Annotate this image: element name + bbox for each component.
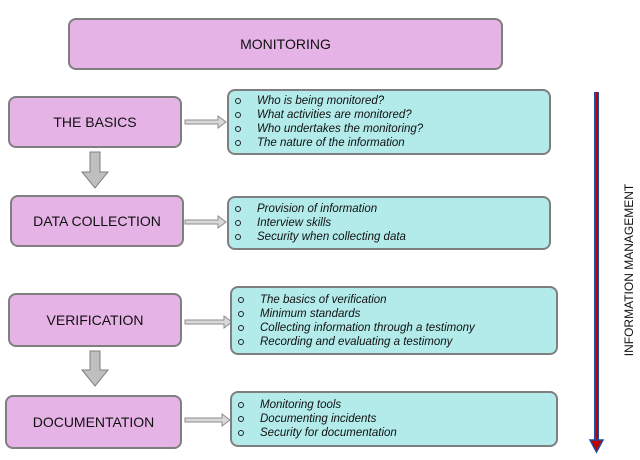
- list-item-text: Minimum standards: [260, 307, 361, 320]
- section-box-verification: VERIFICATION: [8, 293, 182, 347]
- section-box-the-basics: THE BASICS: [8, 96, 182, 148]
- connector-arrow-verification: [184, 315, 233, 329]
- list-item-text: Collecting information through a testimo…: [260, 321, 475, 334]
- bullet-icon: [235, 206, 241, 212]
- list-item-text: Who undertakes the monitoring?: [257, 123, 424, 135]
- list-item: Documenting incidents: [238, 412, 550, 426]
- bullet-icon: [238, 402, 244, 408]
- detail-box-the-basics: Who is being monitored? What activities …: [227, 89, 551, 155]
- list-item-text: Who is being monitored?: [257, 95, 385, 107]
- bullet-icon: [235, 234, 241, 240]
- section-label-verification: VERIFICATION: [46, 312, 144, 328]
- down-arrow-basics-to-collection: [80, 151, 110, 189]
- connector-arrow-basics: [184, 115, 227, 129]
- list-item-text: Documenting incidents: [260, 413, 377, 425]
- list-item: The nature of the information: [235, 136, 543, 150]
- list-item: Security for documentation: [238, 426, 550, 440]
- section-label-the-basics: THE BASICS: [53, 114, 137, 130]
- list-item-text: Recording and evaluating a testimony: [260, 335, 453, 348]
- bullet-icon: [235, 220, 241, 226]
- information-management-arrow: [588, 92, 605, 454]
- information-management-label: INFORMATION MANAGEMENT: [622, 183, 636, 357]
- list-item-text: Monitoring tools: [260, 399, 342, 411]
- list-item-text: Security for documentation: [260, 427, 397, 439]
- list-item: Who undertakes the monitoring?: [235, 122, 543, 136]
- detail-box-verification: The basics of verification Minimum stand…: [230, 286, 558, 355]
- bullet-icon: [238, 338, 244, 345]
- section-label-data-collection: DATA COLLECTION: [33, 213, 161, 229]
- detail-box-data-collection: Provision of information Interview skill…: [227, 196, 551, 250]
- list-item: Who is being monitored?: [235, 94, 543, 108]
- list-item: The basics of verification: [238, 293, 550, 307]
- list-item-text: Provision of information: [257, 203, 378, 215]
- list-item-text: What activities are monitored?: [257, 109, 412, 121]
- monitoring-title: MONITORING: [240, 36, 331, 52]
- section-box-documentation: DOCUMENTATION: [5, 395, 182, 449]
- bullet-icon: [235, 126, 241, 132]
- list-item-text: The basics of verification: [260, 293, 387, 306]
- list-item: Collecting information through a testimo…: [238, 321, 550, 335]
- bullet-icon: [238, 296, 244, 303]
- connector-arrow-documentation: [184, 413, 231, 427]
- list-item-text: Security when collecting data: [257, 231, 406, 243]
- list-item: Minimum standards: [238, 307, 550, 321]
- list-item: Provision of information: [235, 202, 543, 216]
- bullet-icon: [235, 98, 241, 104]
- monitoring-title-box: MONITORING: [68, 18, 503, 70]
- down-arrow-verification-to-documentation: [80, 350, 110, 387]
- bullet-icon: [238, 310, 244, 317]
- connector-arrow-data-collection: [184, 215, 227, 229]
- list-item: What activities are monitored?: [235, 108, 543, 122]
- bullet-icon: [238, 416, 244, 422]
- section-label-documentation: DOCUMENTATION: [32, 414, 155, 430]
- list-item: Recording and evaluating a testimony: [238, 335, 550, 349]
- bullet-icon: [235, 140, 241, 146]
- list-item-text: Interview skills: [257, 217, 332, 229]
- detail-box-documentation: Monitoring tools Documenting incidents S…: [230, 391, 558, 447]
- list-item: Interview skills: [235, 216, 543, 230]
- list-item: Monitoring tools: [238, 398, 550, 412]
- bullet-icon: [238, 430, 244, 436]
- list-item-text: The nature of the information: [257, 137, 405, 149]
- list-item: Security when collecting data: [235, 230, 543, 244]
- bullet-icon: [235, 112, 241, 118]
- section-box-data-collection: DATA COLLECTION: [10, 195, 184, 247]
- bullet-icon: [238, 324, 244, 331]
